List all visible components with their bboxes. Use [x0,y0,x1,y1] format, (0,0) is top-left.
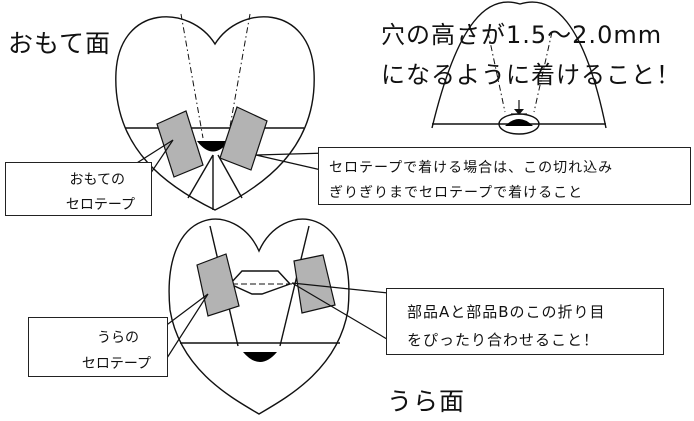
front-hole [197,141,229,152]
leader-lines [117,139,399,373]
tape-note-line2: ぎりぎりまでセロテープで着けること [329,185,584,201]
fold-note-leader [291,282,399,343]
front-tape-callout: おもての セロテープ [5,162,152,216]
hole-detail-dashed-left [487,31,506,113]
front-fold-dashed-left [180,13,204,139]
front-tape-label-line1: おもての [69,172,125,188]
back-tape-left [196,253,240,317]
hole-detail-outline [431,1,607,129]
fold-note-line2: をぴったり合わせること！ [407,331,600,349]
back-fold-right [279,225,310,347]
front-cut-right [217,154,243,199]
back-tape-label-line2: セロテープ [81,356,151,372]
back-fold-seam [228,270,292,295]
back-heart-outline [168,218,350,415]
tape-note-line1: セロテープで着ける場合は、この切れ込み [329,160,614,176]
hole-note-line2: になるように着けること！ [381,61,681,89]
hole-note-line1: 穴の高さが1.5〜2.0mm [381,21,663,49]
back-hole [243,352,277,362]
front-tape-right [219,106,268,171]
back-tape-label-line1: うらの [97,330,139,346]
front-heart-outline [115,16,315,211]
back-tape-callout: うらの セロテープ [28,317,168,377]
back-tape-leader [147,293,209,373]
front-cut-left [187,154,214,199]
back-tape-right [293,254,336,314]
hole-detail-fill [505,119,533,126]
fold-note-line1: 部品Aと部品Bのこの折り目 [407,303,606,321]
front-fold-dashed-right [227,13,251,139]
front-tape-label-line2: セロテープ [65,197,135,213]
tape-note-leader [255,152,331,173]
back-heart [168,218,350,415]
front-heart [115,13,315,211]
tape-note-callout: セロテープで着ける場合は、この切れ込み ぎりぎりまでセロテープで着けること [318,147,691,205]
hole-detail-arrow-head [514,109,524,115]
front-tape-left [156,110,204,178]
hole-detail-dashed-right [533,31,553,113]
fold-note-callout: 部品Aと部品Bのこの折り目 をぴったり合わせること！ [386,288,664,355]
front-title: おもて面 [8,29,112,58]
back-title: うら面 [387,387,466,416]
